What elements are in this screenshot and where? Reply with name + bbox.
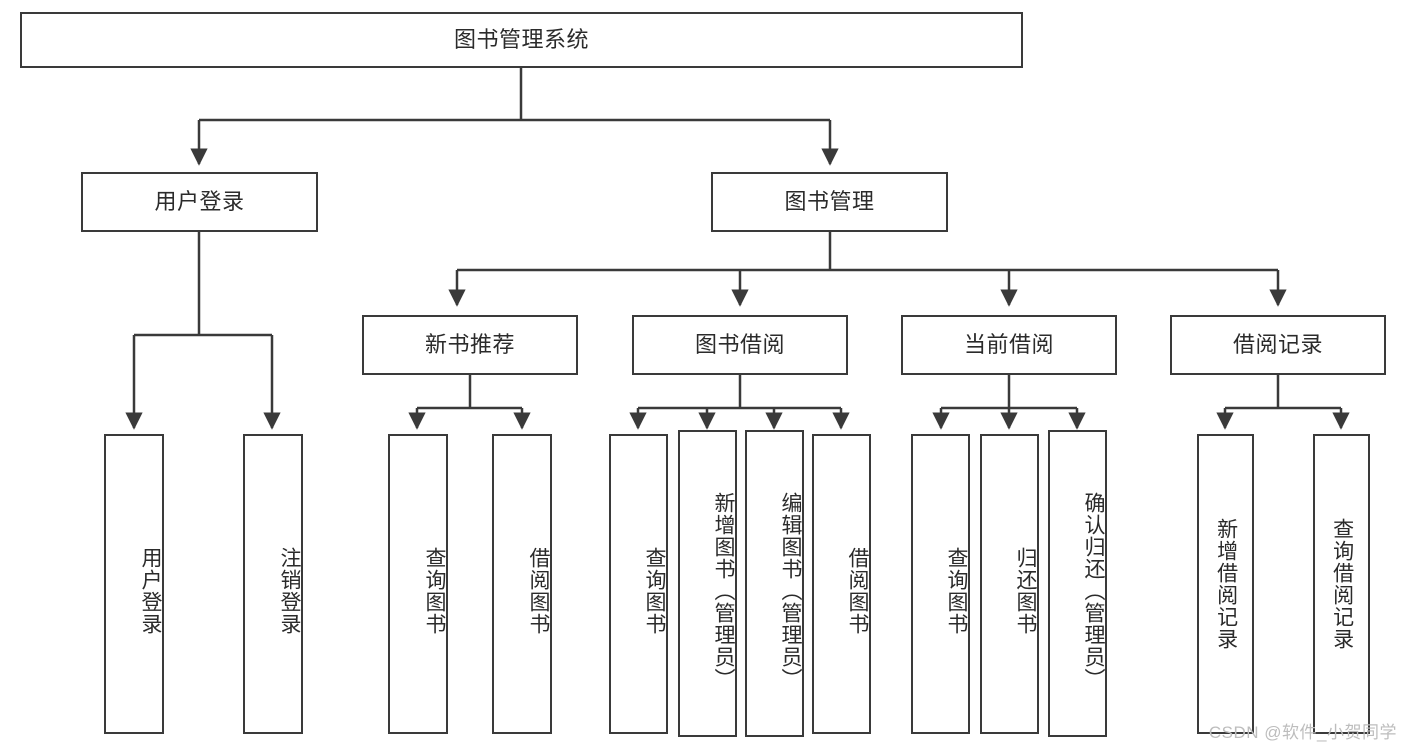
node-root-label: 图书管理系统: [453, 26, 589, 52]
leaf-book-borrow-2[interactable]: 新增图书（管理员）: [678, 430, 737, 737]
leaf-book-borrow-1-label: 查询图书: [643, 547, 666, 635]
leaf-book-borrow-1[interactable]: 查询图书: [609, 434, 668, 734]
node-current-borrow[interactable]: 当前借阅: [901, 315, 1117, 375]
leaf-borrow-record-2-label: 查询借阅记录: [1330, 518, 1354, 650]
leaf-user-login-1-label: 用户登录: [139, 547, 162, 635]
leaf-book-borrow-2-label: 新增图书（管理员）: [712, 491, 735, 690]
node-borrow-record-label: 借阅记录: [1232, 331, 1323, 357]
node-root[interactable]: 图书管理系统: [20, 12, 1023, 68]
leaf-book-borrow-4[interactable]: 借阅图书: [812, 434, 871, 734]
node-current-borrow-label: 当前借阅: [963, 331, 1054, 357]
leaf-current-borrow-3-label: 确认归还（管理员）: [1082, 491, 1105, 690]
node-user-login[interactable]: 用户登录: [81, 172, 318, 232]
node-new-book-recommend[interactable]: 新书推荐: [362, 315, 578, 375]
leaf-new-book-2-label: 借阅图书: [527, 547, 550, 635]
node-book-borrow[interactable]: 图书借阅: [632, 315, 848, 375]
leaf-borrow-record-1[interactable]: 新增借阅记录: [1197, 434, 1254, 734]
leaf-borrow-record-1-label: 新增借阅记录: [1214, 518, 1238, 650]
leaf-book-borrow-3[interactable]: 编辑图书（管理员）: [745, 430, 804, 737]
leaf-current-borrow-1-label: 查询图书: [945, 547, 968, 635]
leaf-current-borrow-2-label: 归还图书: [1014, 547, 1037, 635]
leaf-user-login-2[interactable]: 注销登录: [243, 434, 303, 734]
leaf-current-borrow-3[interactable]: 确认归还（管理员）: [1048, 430, 1107, 737]
leaf-new-book-2[interactable]: 借阅图书: [492, 434, 552, 734]
node-new-book-recommend-label: 新书推荐: [424, 331, 515, 357]
leaf-borrow-record-2[interactable]: 查询借阅记录: [1313, 434, 1370, 734]
node-book-borrow-label: 图书借阅: [694, 331, 785, 357]
leaf-new-book-1[interactable]: 查询图书: [388, 434, 448, 734]
node-book-manage-label: 图书管理: [784, 188, 875, 214]
leaf-book-borrow-3-label: 编辑图书（管理员）: [779, 491, 802, 690]
node-user-login-label: 用户登录: [154, 188, 245, 214]
leaf-current-borrow-2[interactable]: 归还图书: [980, 434, 1039, 734]
csdn-watermark: CSDN @软件_小贺同学: [1208, 723, 1397, 742]
leaf-user-login-2-label: 注销登录: [278, 547, 301, 635]
node-borrow-record[interactable]: 借阅记录: [1170, 315, 1386, 375]
leaf-book-borrow-4-label: 借阅图书: [846, 547, 869, 635]
leaf-user-login-1[interactable]: 用户登录: [104, 434, 164, 734]
node-book-manage[interactable]: 图书管理: [711, 172, 948, 232]
leaf-new-book-1-label: 查询图书: [423, 547, 446, 635]
leaf-current-borrow-1[interactable]: 查询图书: [911, 434, 970, 734]
